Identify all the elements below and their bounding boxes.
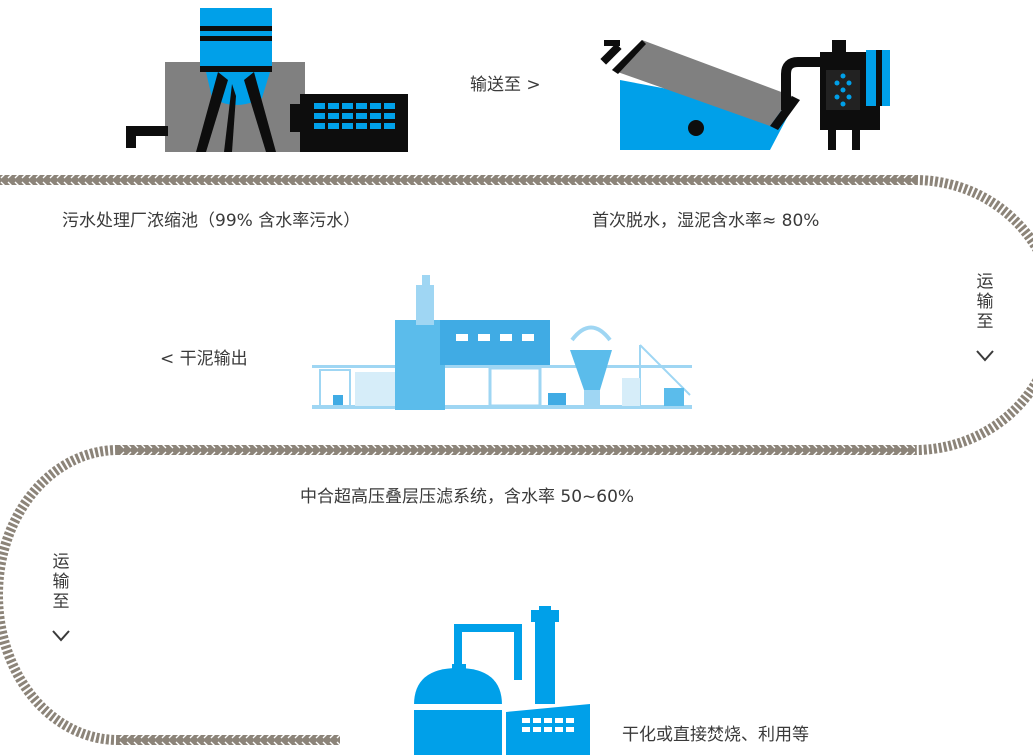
step-label-press-system: 中合超高压叠层压滤系统，含水率 50~60% <box>300 487 635 507</box>
step-label-thickening: 污水处理厂浓缩池（99% 含水率污水） <box>62 211 361 231</box>
incineration-plant-icon <box>414 606 590 755</box>
conveyor-rope <box>0 175 1033 745</box>
thickener-tank-icon <box>126 8 408 152</box>
screw-press-dewatering-machine-icon <box>600 40 890 150</box>
step-label-final: 干化或直接焚烧、利用等 <box>622 725 809 745</box>
dry-output-label: < 干泥输出 <box>160 349 248 369</box>
flow-arrow-label-to-dewater: 输送至 > <box>470 75 541 95</box>
filter-press-plant-icon <box>312 275 692 410</box>
transport-label-right: 运输至 <box>976 272 994 332</box>
chevron-down-icon <box>52 630 70 642</box>
chevron-down-icon <box>976 350 994 362</box>
step-label-first-dewatering: 首次脱水，湿泥含水率≈ 80% <box>592 211 820 231</box>
transport-label-left: 运输至 <box>52 552 70 612</box>
